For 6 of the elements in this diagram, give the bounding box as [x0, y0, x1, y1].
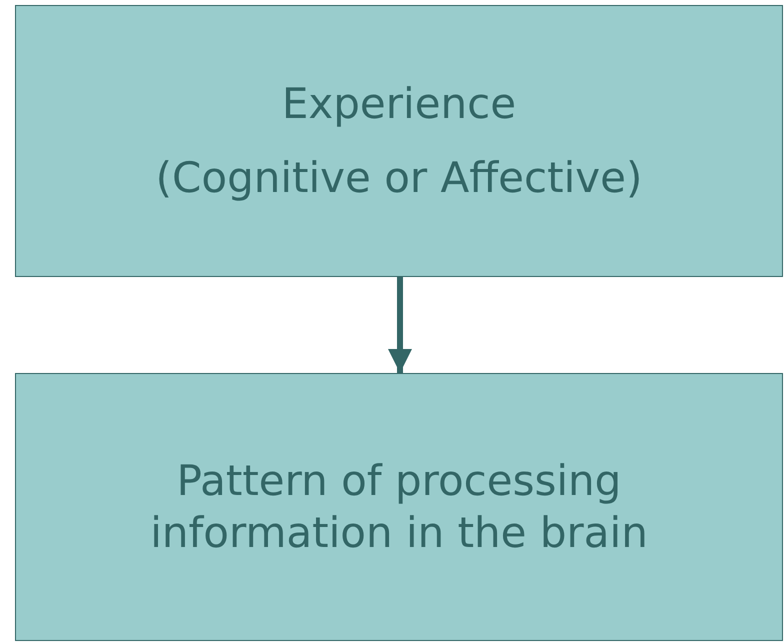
box-text: Pattern of processing information in the brain: [149, 454, 649, 559]
process-box: [15, 373, 783, 641]
arrow: [388, 277, 412, 373]
box-text: (Cognitive or Affective): [156, 152, 642, 204]
process-box: [15, 5, 783, 277]
box-text: Experience: [282, 78, 516, 130]
